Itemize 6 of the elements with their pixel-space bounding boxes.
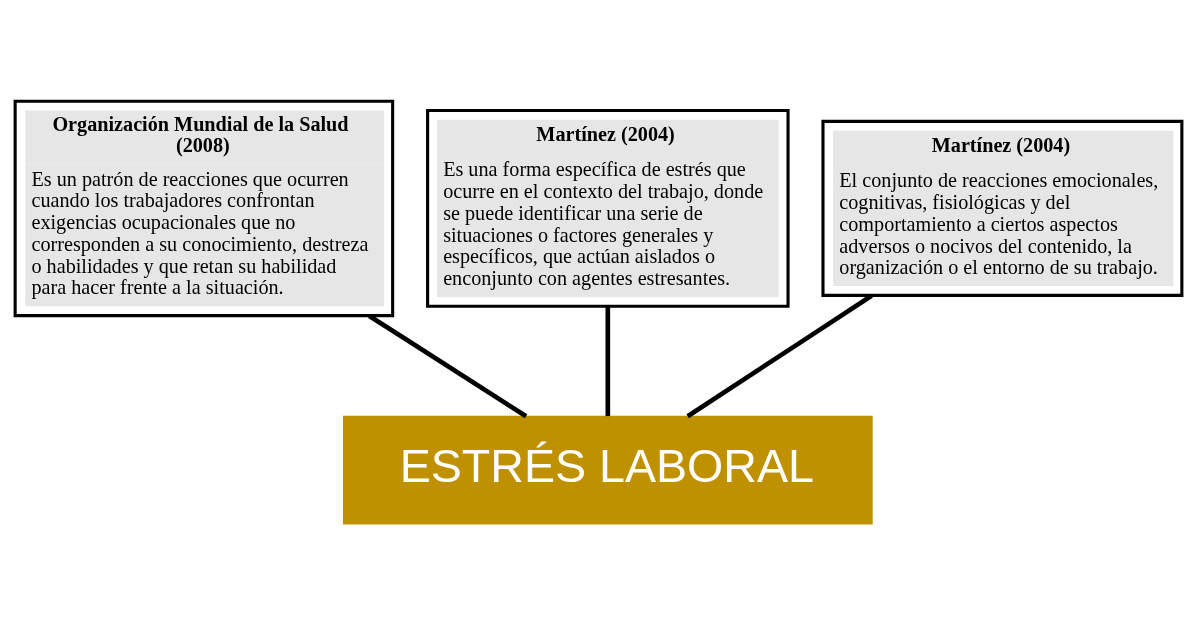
node-box: ESTRÉS LABORAL: [342, 415, 873, 525]
node-box: Martínez (2004) El conjunto de reacciones emocionales, cognitivas, fisiológicas y del comportamiento a ciertos aspectos adversos o nocivos del contenido, la organización o el entorno de su trabajo.: [821, 119, 1184, 297]
node-box: Martínez (2004) Es una forma específica de estrés que ocurre en el contexto del trabajo, donde se puede identificar una serie de situaciones o factores generales y específicos, que actúan aislados o enconjunto con agentes estresantes.: [426, 109, 790, 308]
connector: [686, 293, 873, 419]
connector: [605, 307, 611, 417]
node-box: Organización Mundial de la Salud (2008) Es un patrón de reacciones que ocurren cuando los trabajadores confrontan exigencias ocupacionales que no corresponden a su conocimiento, destreza o habilidades y que retan su habilidad para hacer frente a la situación.: [13, 99, 395, 318]
